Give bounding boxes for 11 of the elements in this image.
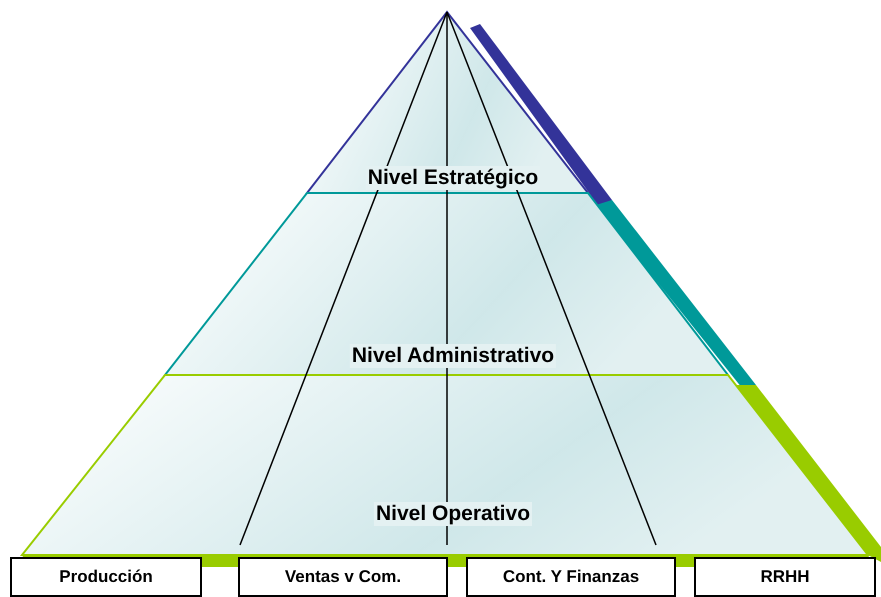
level-label: Nivel Estratégico: [366, 166, 540, 190]
department-label: Cont. Y Finanzas: [502, 567, 640, 587]
department-box: [238, 557, 448, 597]
level-label: Nivel Administrativo: [350, 344, 556, 368]
department-box: [694, 557, 876, 597]
level-label: Nivel Operativo: [374, 502, 532, 526]
department-box: [10, 557, 202, 597]
department-label: RRHH: [760, 567, 810, 587]
department-label: Producción: [59, 567, 153, 587]
department-label: Ventas v Com.: [284, 567, 402, 587]
department-box: [466, 557, 676, 597]
